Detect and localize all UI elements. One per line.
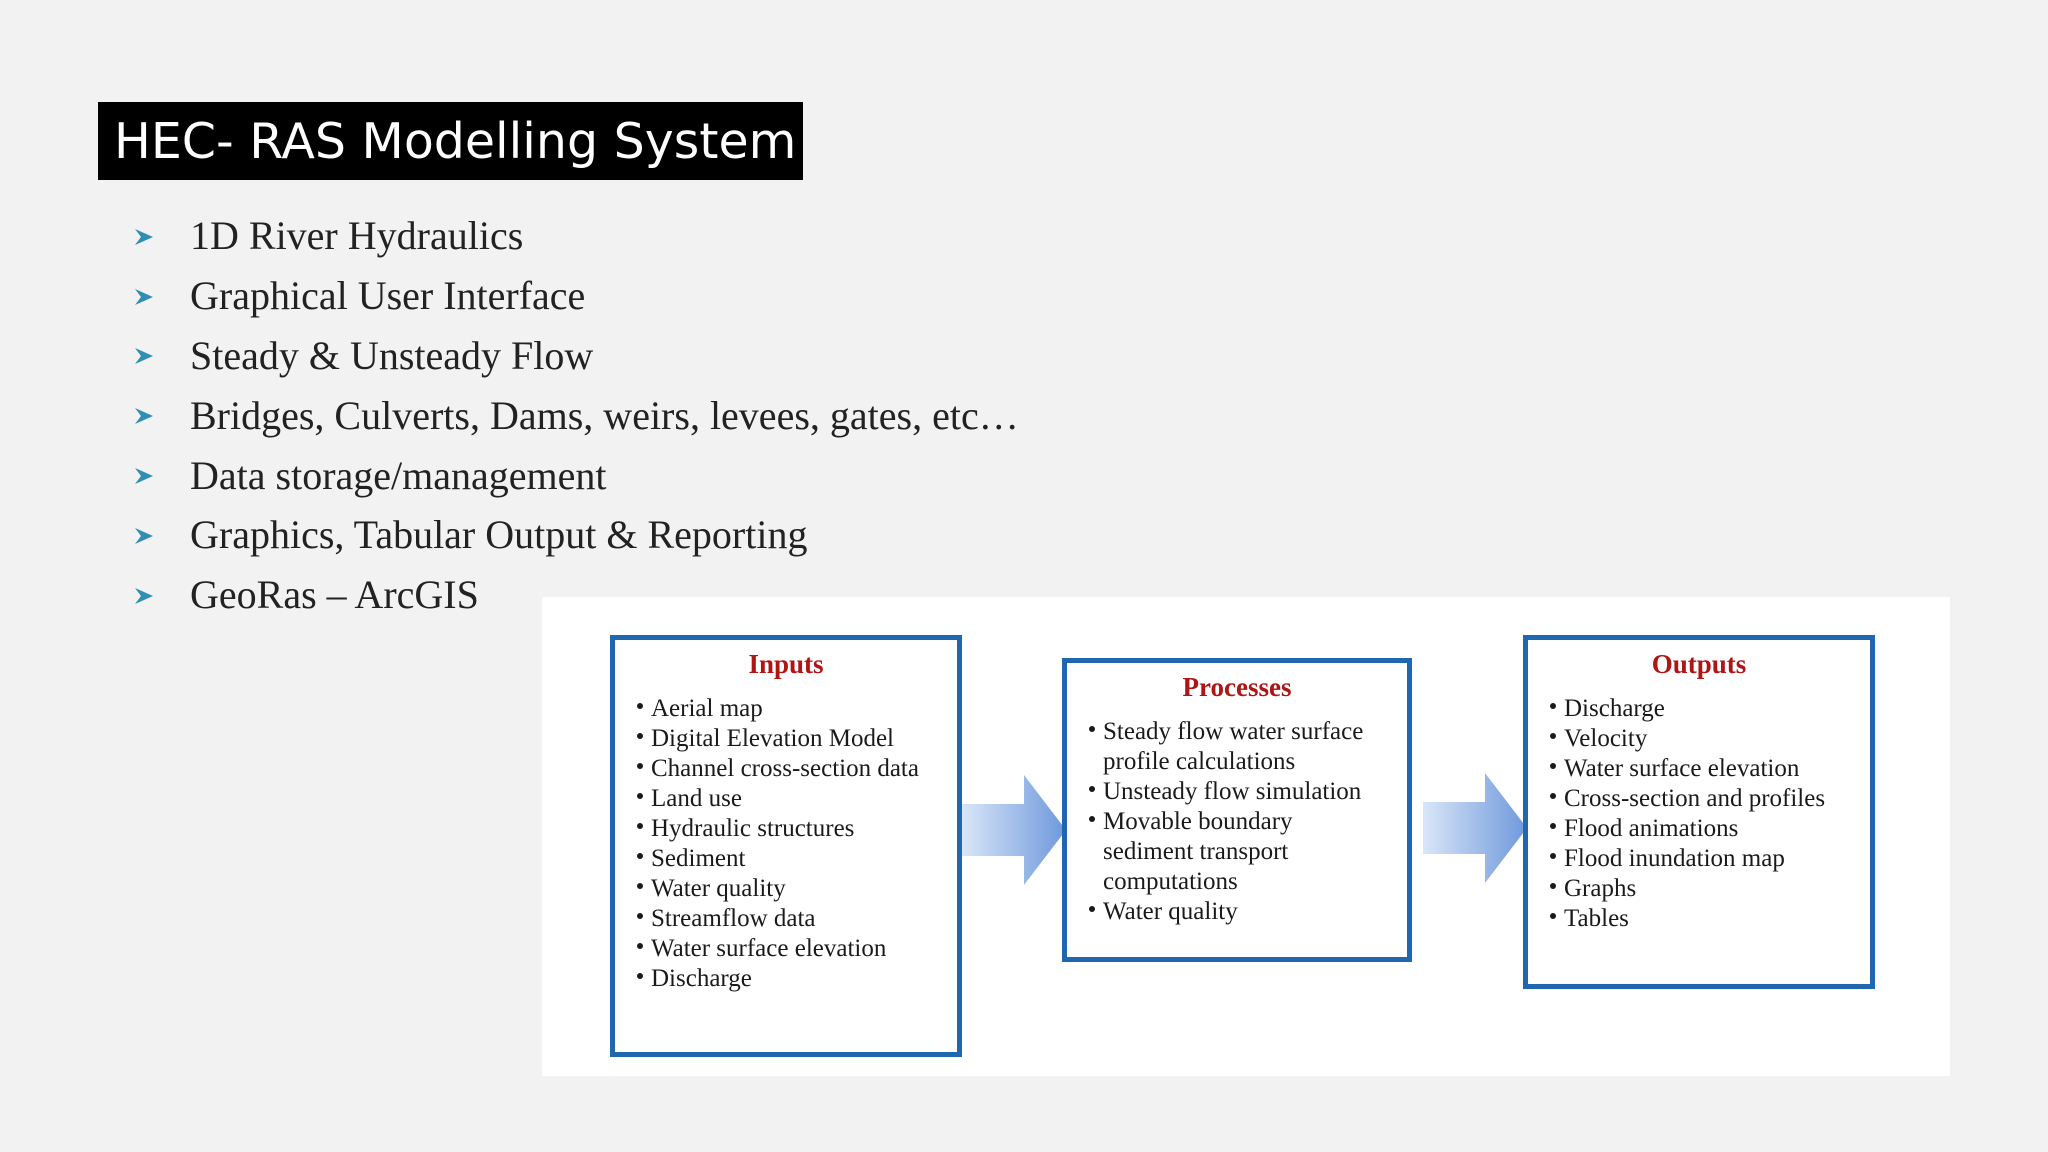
inputs-list: Aerial map Digital Elevation Model Chann… xyxy=(633,694,957,994)
bullet-text: Graphics, Tabular Output & Reporting xyxy=(190,512,808,558)
list-item: Aerial map xyxy=(633,694,957,724)
chevron-arrow-icon xyxy=(130,340,190,370)
bullet-list: 1D River Hydraulics Graphical User Inter… xyxy=(130,206,1019,625)
list-item: Cross-section and profiles xyxy=(1546,784,1870,814)
processes-box: Processes Steady flow water surface prof… xyxy=(1062,658,1412,962)
list-item: Velocity xyxy=(1546,724,1870,754)
bullet-item: Graphics, Tabular Output & Reporting xyxy=(130,505,1019,565)
chevron-arrow-icon xyxy=(130,520,190,550)
bullet-item: Steady & Unsteady Flow xyxy=(130,326,1019,386)
list-item: Digital Elevation Model xyxy=(633,724,957,754)
inputs-box: Inputs Aerial map Digital Elevation Mode… xyxy=(610,635,962,1057)
bullet-text: Steady & Unsteady Flow xyxy=(190,332,594,378)
bullet-item: 1D River Hydraulics xyxy=(130,206,1019,266)
list-item: Movable boundary xyxy=(1085,807,1407,837)
chevron-arrow-icon xyxy=(130,460,190,490)
list-item: Streamflow data xyxy=(633,904,957,934)
list-item: Flood inundation map xyxy=(1546,844,1870,874)
list-item: computations xyxy=(1103,868,1238,895)
bullet-text: GeoRas – ArcGIS xyxy=(190,572,479,618)
chevron-arrow-icon xyxy=(130,580,190,610)
bullet-item: Bridges, Culverts, Dams, weirs, levees, … xyxy=(130,385,1019,445)
bullet-item: Data storage/management xyxy=(130,445,1019,505)
list-item: Hydraulic structures xyxy=(633,814,957,844)
right-arrow-icon xyxy=(1423,773,1527,883)
processes-heading: Processes xyxy=(1182,672,1292,702)
chevron-arrow-icon xyxy=(130,400,190,430)
chevron-arrow-icon xyxy=(130,281,190,311)
outputs-box: Outputs Discharge Velocity Water surface… xyxy=(1523,635,1875,989)
bullet-text: Data storage/management xyxy=(190,452,607,498)
list-item: Tables xyxy=(1546,904,1870,934)
inputs-heading: Inputs xyxy=(748,649,824,679)
processes-list: Steady flow water surface profile calcul… xyxy=(1085,717,1407,927)
right-arrow-icon xyxy=(962,775,1066,885)
outputs-heading: Outputs xyxy=(1651,649,1747,679)
list-item: Water surface elevation xyxy=(633,934,957,964)
outputs-list: Discharge Velocity Water surface elevati… xyxy=(1546,694,1870,934)
list-item: sediment transport xyxy=(1103,838,1289,865)
bullet-text: Graphical User Interface xyxy=(190,273,586,319)
list-item: profile calculations xyxy=(1103,748,1296,775)
list-item: Discharge xyxy=(633,964,957,994)
list-item: Sediment xyxy=(633,844,957,874)
list-item: Land use xyxy=(633,784,957,814)
chevron-arrow-icon xyxy=(130,221,190,251)
list-item: Steady flow water surface xyxy=(1085,717,1407,747)
slide-title: HEC- RAS Modelling System xyxy=(114,112,797,170)
list-item: Discharge xyxy=(1546,694,1870,724)
title-bar: HEC- RAS Modelling System xyxy=(98,102,803,180)
bullet-item: GeoRas – ArcGIS xyxy=(130,565,1019,625)
hec-ras-flow-diagram: Inputs Aerial map Digital Elevation Mode… xyxy=(542,597,1950,1076)
bullet-text: Bridges, Culverts, Dams, weirs, levees, … xyxy=(190,392,1019,438)
bullet-item: Graphical User Interface xyxy=(130,266,1019,326)
list-item: Water quality xyxy=(633,874,957,904)
list-item: Water surface elevation xyxy=(1546,754,1870,784)
list-item: Graphs xyxy=(1546,874,1870,904)
bullet-text: 1D River Hydraulics xyxy=(190,213,524,259)
list-item: Flood animations xyxy=(1546,814,1870,844)
list-item: Water quality xyxy=(1085,897,1407,927)
list-item: Unsteady flow simulation xyxy=(1085,777,1407,807)
list-item: Channel cross-section data xyxy=(633,754,957,784)
